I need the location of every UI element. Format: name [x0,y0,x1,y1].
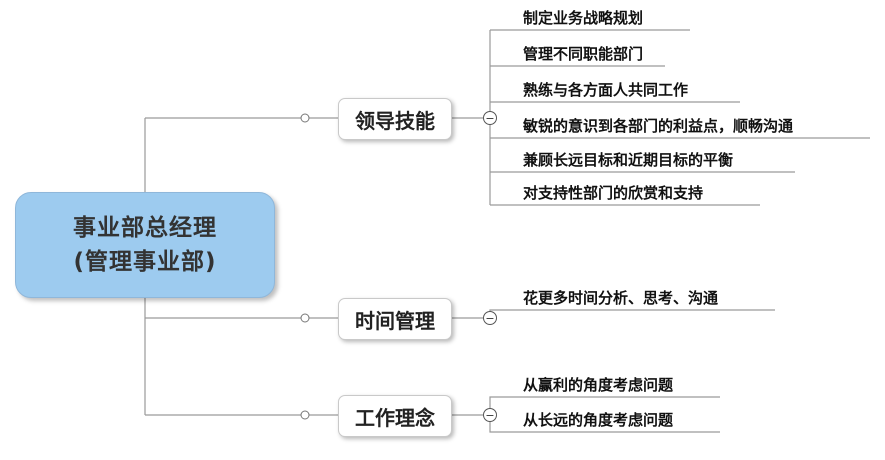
root-node[interactable]: 事业部总经理 (管理事业部) [15,192,275,298]
leaf-profit-view[interactable]: 从赢利的角度考虑问题 [523,376,674,394]
connector-dot-icon [300,410,310,420]
leaf-long-term-view[interactable]: 从长远的角度考虑问题 [523,411,674,429]
leaf-collaboration[interactable]: 熟练与各方面人共同工作 [523,81,689,99]
leaf-support-departments[interactable]: 对支持性部门的欣赏和支持 [523,184,704,202]
leaf-department-interests[interactable]: 敏锐的意识到各部门的利益点，顺畅沟通 [523,117,794,135]
minus-circle-icon[interactable]: − [483,408,497,422]
minus-circle-icon[interactable]: − [483,311,497,325]
connector-dot-icon [300,113,310,123]
leaf-strategy[interactable]: 制定业务战略规划 [523,9,644,27]
branch-time-management[interactable]: 时间管理 [338,298,452,340]
root-subtitle: (管理事业部) [73,249,217,275]
branch-work-philosophy[interactable]: 工作理念 [338,395,452,437]
root-title: 事业部总经理 [73,215,217,241]
connector-dot-icon [300,313,310,323]
leaf-balance-goals[interactable]: 兼顾长远目标和近期目标的平衡 [523,151,734,169]
minus-circle-icon[interactable]: − [483,111,497,125]
leaf-analysis-time[interactable]: 花更多时间分析、思考、沟通 [523,289,719,307]
leaf-manage-departments[interactable]: 管理不同职能部门 [523,45,644,63]
branch-leadership[interactable]: 领导技能 [338,98,452,140]
